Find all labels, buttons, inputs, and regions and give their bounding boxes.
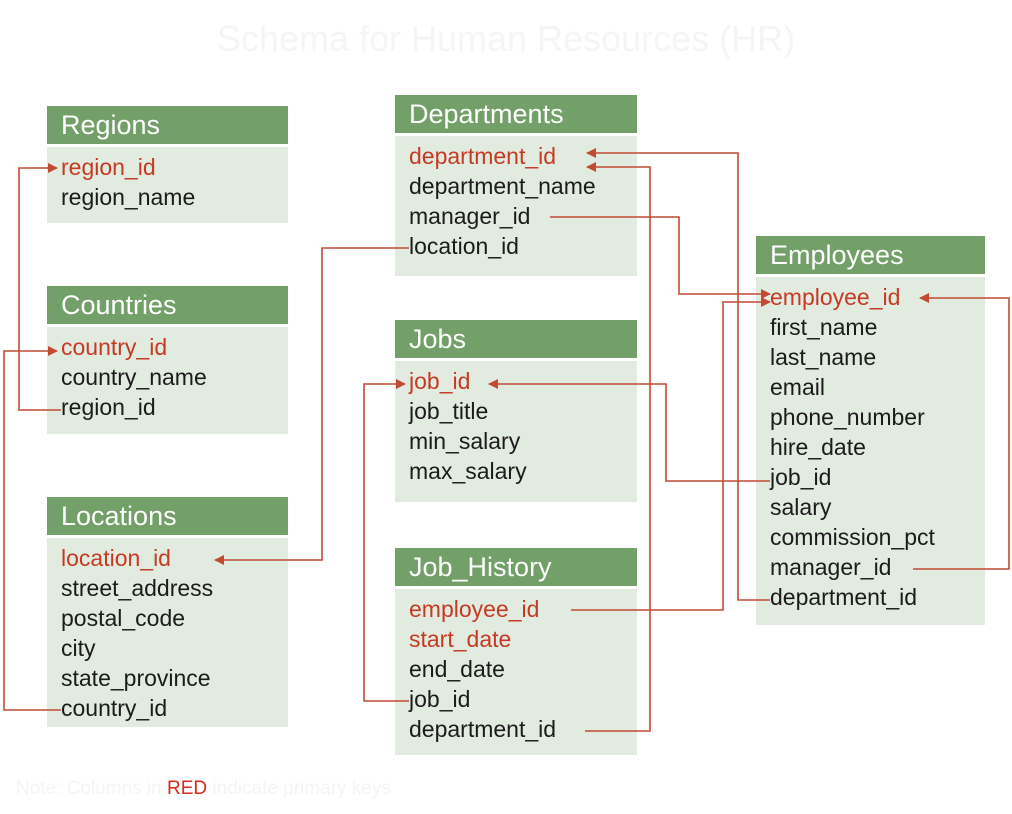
column-min-salary: min_salary [409, 428, 521, 454]
column-hire-date: hire_date [770, 434, 866, 460]
column-email: email [770, 374, 825, 400]
column-commission-pct: commission_pct [770, 524, 935, 550]
table-job-history: Job_History employee_id start_date end_d… [395, 548, 637, 755]
column-country-name: country_name [61, 364, 207, 390]
note-highlight: RED [167, 778, 208, 799]
table-regions: Regions region_id region_name [47, 106, 288, 223]
column-job-title: job_title [409, 398, 489, 424]
column-job-id: job_id [770, 464, 832, 490]
column-region-id: region_id [61, 394, 156, 420]
table-countries: Countries country_id country_name region… [47, 286, 288, 434]
column-job-id: job_id [409, 368, 471, 394]
table-employees: Employees employee_id first_name last_na… [756, 236, 985, 625]
diagram-title: Schema for Human Resources (HR) [216, 18, 796, 59]
column-end-date: end_date [409, 656, 505, 682]
table-header: Jobs [395, 320, 637, 361]
column-employee-id: employee_id [770, 284, 901, 310]
table-header: Job_History [395, 548, 637, 589]
column-street-address: street_address [61, 575, 214, 601]
note-prefix: Note: Columns in [16, 778, 168, 799]
table-header: Employees [756, 236, 985, 277]
column-country-id: country_id [61, 695, 168, 721]
column-department-id: department_id [409, 716, 557, 742]
column-manager-id: manager_id [770, 554, 892, 580]
table-header: Departments [395, 95, 637, 136]
column-manager-id: manager_id [409, 203, 531, 229]
column-state-province: state_province [61, 665, 211, 691]
column-last-name: last_name [770, 344, 877, 370]
column-city: city [61, 635, 96, 661]
column-salary: salary [770, 494, 832, 520]
note-suffix: indicate primary keys [207, 778, 391, 799]
column-employee-id: employee_id [409, 596, 540, 622]
table-header: Locations [47, 497, 288, 538]
column-start-date: start_date [409, 626, 512, 652]
table-header: Regions [47, 106, 288, 147]
column-location-id: location_id [61, 545, 171, 571]
column-department-id: department_id [770, 584, 918, 610]
column-first-name: first_name [770, 314, 878, 340]
column-postal-code: postal_code [61, 605, 186, 631]
column-department-id: department_id [409, 143, 557, 169]
column-location-id: location_id [409, 233, 519, 259]
column-country-id: country_id [61, 334, 168, 360]
column-region-id: region_id [61, 154, 156, 180]
column-department-name: department_name [409, 173, 596, 199]
table-header: Countries [47, 286, 288, 327]
table-jobs: Jobs job_id job_title min_salary max_sal… [395, 320, 637, 502]
column-phone-number: phone_number [770, 404, 925, 430]
column-region-name: region_name [61, 184, 196, 210]
table-locations: Locations location_id street_address pos… [47, 497, 288, 727]
column-job-id: job_id [409, 686, 471, 712]
column-max-salary: max_salary [409, 458, 527, 484]
primary-key-note: Note: Columns in RED indicate primary ke… [16, 778, 391, 800]
table-departments: Departments department_id department_nam… [395, 95, 637, 276]
